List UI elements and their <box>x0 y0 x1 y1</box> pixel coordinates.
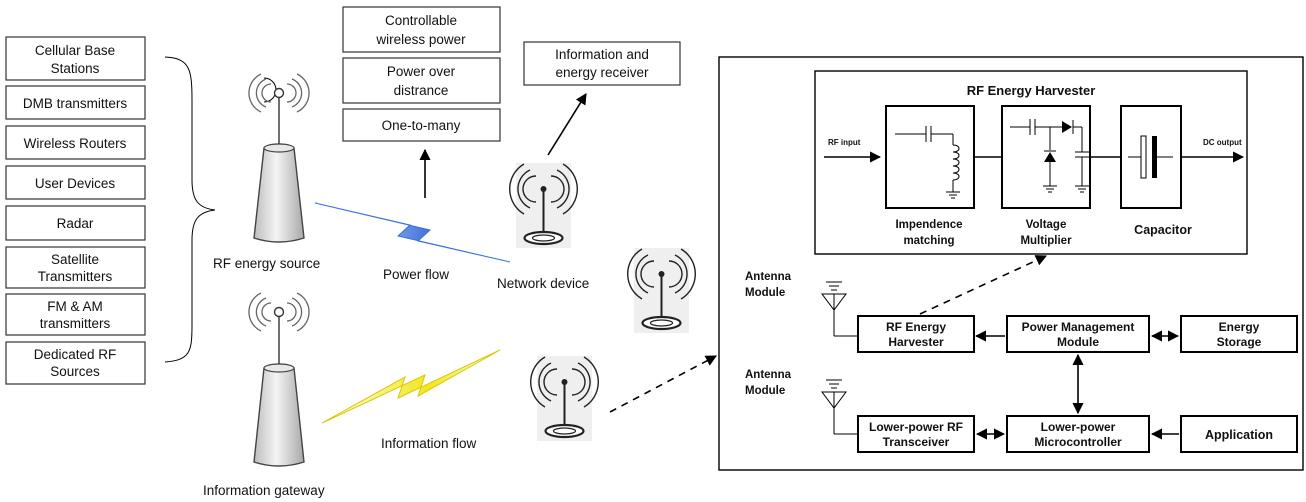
application-block: Application <box>1180 415 1298 453</box>
source-box-dedicated: Dedicated RF Sources <box>5 341 146 385</box>
property-label: distrance <box>394 83 449 98</box>
voltage-label: Multiplier <box>1020 235 1072 247</box>
source-label: Wireless Routers <box>24 136 127 151</box>
property-label: One-to-many <box>382 118 461 133</box>
antenna-module-label: Antenna <box>745 369 792 381</box>
microcontroller-block: Lower-power Microcontroller <box>1006 415 1150 453</box>
source-box-user-devices: User Devices <box>5 165 146 200</box>
transceiver-block: Lower-power RF Transceiver <box>857 415 975 453</box>
source-label: Satellite <box>51 252 99 267</box>
property-box-controllable: Controllable wireless power <box>342 6 501 53</box>
signal-waves-icon <box>248 292 310 332</box>
block-label: Energy <box>1219 320 1260 334</box>
zoom-dashed-arrow <box>609 355 717 413</box>
rf-source-tower <box>248 73 310 243</box>
receiver-arrow <box>547 93 587 156</box>
network-device-label: Network device <box>497 276 589 291</box>
source-label: DMB transmitters <box>23 96 128 111</box>
property-box-one-to-many: One-to-many <box>342 108 501 142</box>
rf-input-label: RF input <box>828 138 861 147</box>
voltage-multiplier-block <box>1001 105 1091 209</box>
block-label: Storage <box>1217 335 1262 349</box>
info-flow-label: Information flow <box>381 436 477 451</box>
rf-harvester-block: RF Energy Harvester <box>857 315 975 353</box>
power-flow-bolt <box>314 202 511 263</box>
dc-output-label: DC output <box>1203 138 1242 147</box>
power-flow-label: Power flow <box>383 267 449 282</box>
receiver-box: Information and energy receiver <box>523 41 681 86</box>
signal-waves-icon <box>248 73 310 113</box>
source-box-dmb: DMB transmitters <box>5 85 146 120</box>
capacitor-label: Capacitor <box>1134 223 1192 237</box>
rf-source-label: RF energy source <box>213 256 320 271</box>
network-device-icon <box>529 356 600 441</box>
source-label: User Devices <box>35 176 116 191</box>
antenna-module-label: Module <box>745 385 785 397</box>
energy-storage-block: Energy Storage <box>1180 315 1298 353</box>
grouping-brace <box>164 56 216 363</box>
voltage-label: Voltage <box>1026 219 1067 231</box>
receiver-label: Information and <box>555 47 649 62</box>
property-label: wireless power <box>375 32 466 47</box>
block-label: Application <box>1205 428 1273 442</box>
property-label: Controllable <box>385 13 457 28</box>
gateway-tower <box>248 292 310 467</box>
antenna-icon <box>821 379 858 435</box>
block-label: Harvester <box>888 335 944 349</box>
capacitor-block <box>1120 105 1182 209</box>
block-label: Power Management <box>1022 320 1135 334</box>
impedance-label: matching <box>903 235 954 247</box>
source-box-fm-am: FM & AM transmitters <box>5 293 146 336</box>
impedance-label: Impendence <box>895 219 962 231</box>
antenna-module-label: Antenna <box>745 271 792 283</box>
source-box-radar: Radar <box>5 205 146 241</box>
harvester-title: RF Energy Harvester <box>967 83 1096 98</box>
source-label: Stations <box>51 61 100 76</box>
property-label: Power over <box>387 64 456 79</box>
source-box-routers: Wireless Routers <box>5 125 146 160</box>
gateway-label: Information gateway <box>203 483 325 498</box>
block-label: Transceiver <box>883 435 950 449</box>
source-list: Cellular Base Stations DMB transmitters … <box>5 36 146 385</box>
source-box-satellite: Satellite Transmitters <box>5 246 146 289</box>
property-list: Controllable wireless power Power over d… <box>342 6 501 142</box>
source-label: Transmitters <box>38 269 113 284</box>
network-device-icon <box>508 163 579 248</box>
source-label: Dedicated RF <box>34 347 117 362</box>
receiver-label: energy receiver <box>555 65 649 80</box>
source-label: Cellular Base <box>35 43 115 58</box>
property-box-distance: Power over distrance <box>342 57 501 104</box>
source-box-cellular: Cellular Base Stations <box>5 36 146 81</box>
source-label: FM & AM <box>47 299 103 314</box>
antenna-icon <box>821 281 858 337</box>
source-label: Radar <box>57 216 94 231</box>
info-flow-bolt <box>321 349 501 424</box>
block-label: Microcontroller <box>1034 435 1122 449</box>
harvester-zoom-dashed-arrow <box>919 255 1048 315</box>
source-label: Sources <box>50 364 100 379</box>
antenna-module-label: Module <box>745 287 785 299</box>
block-label: RF Energy <box>886 320 946 334</box>
block-label: Lower-power <box>1041 420 1116 434</box>
source-label: transmitters <box>40 316 111 331</box>
impedance-matching-block <box>885 105 975 209</box>
network-device-icon <box>626 248 697 333</box>
block-label: Module <box>1057 335 1099 349</box>
block-label: Lower-power RF <box>869 420 963 434</box>
power-management-block: Power Management Module <box>1006 315 1150 353</box>
